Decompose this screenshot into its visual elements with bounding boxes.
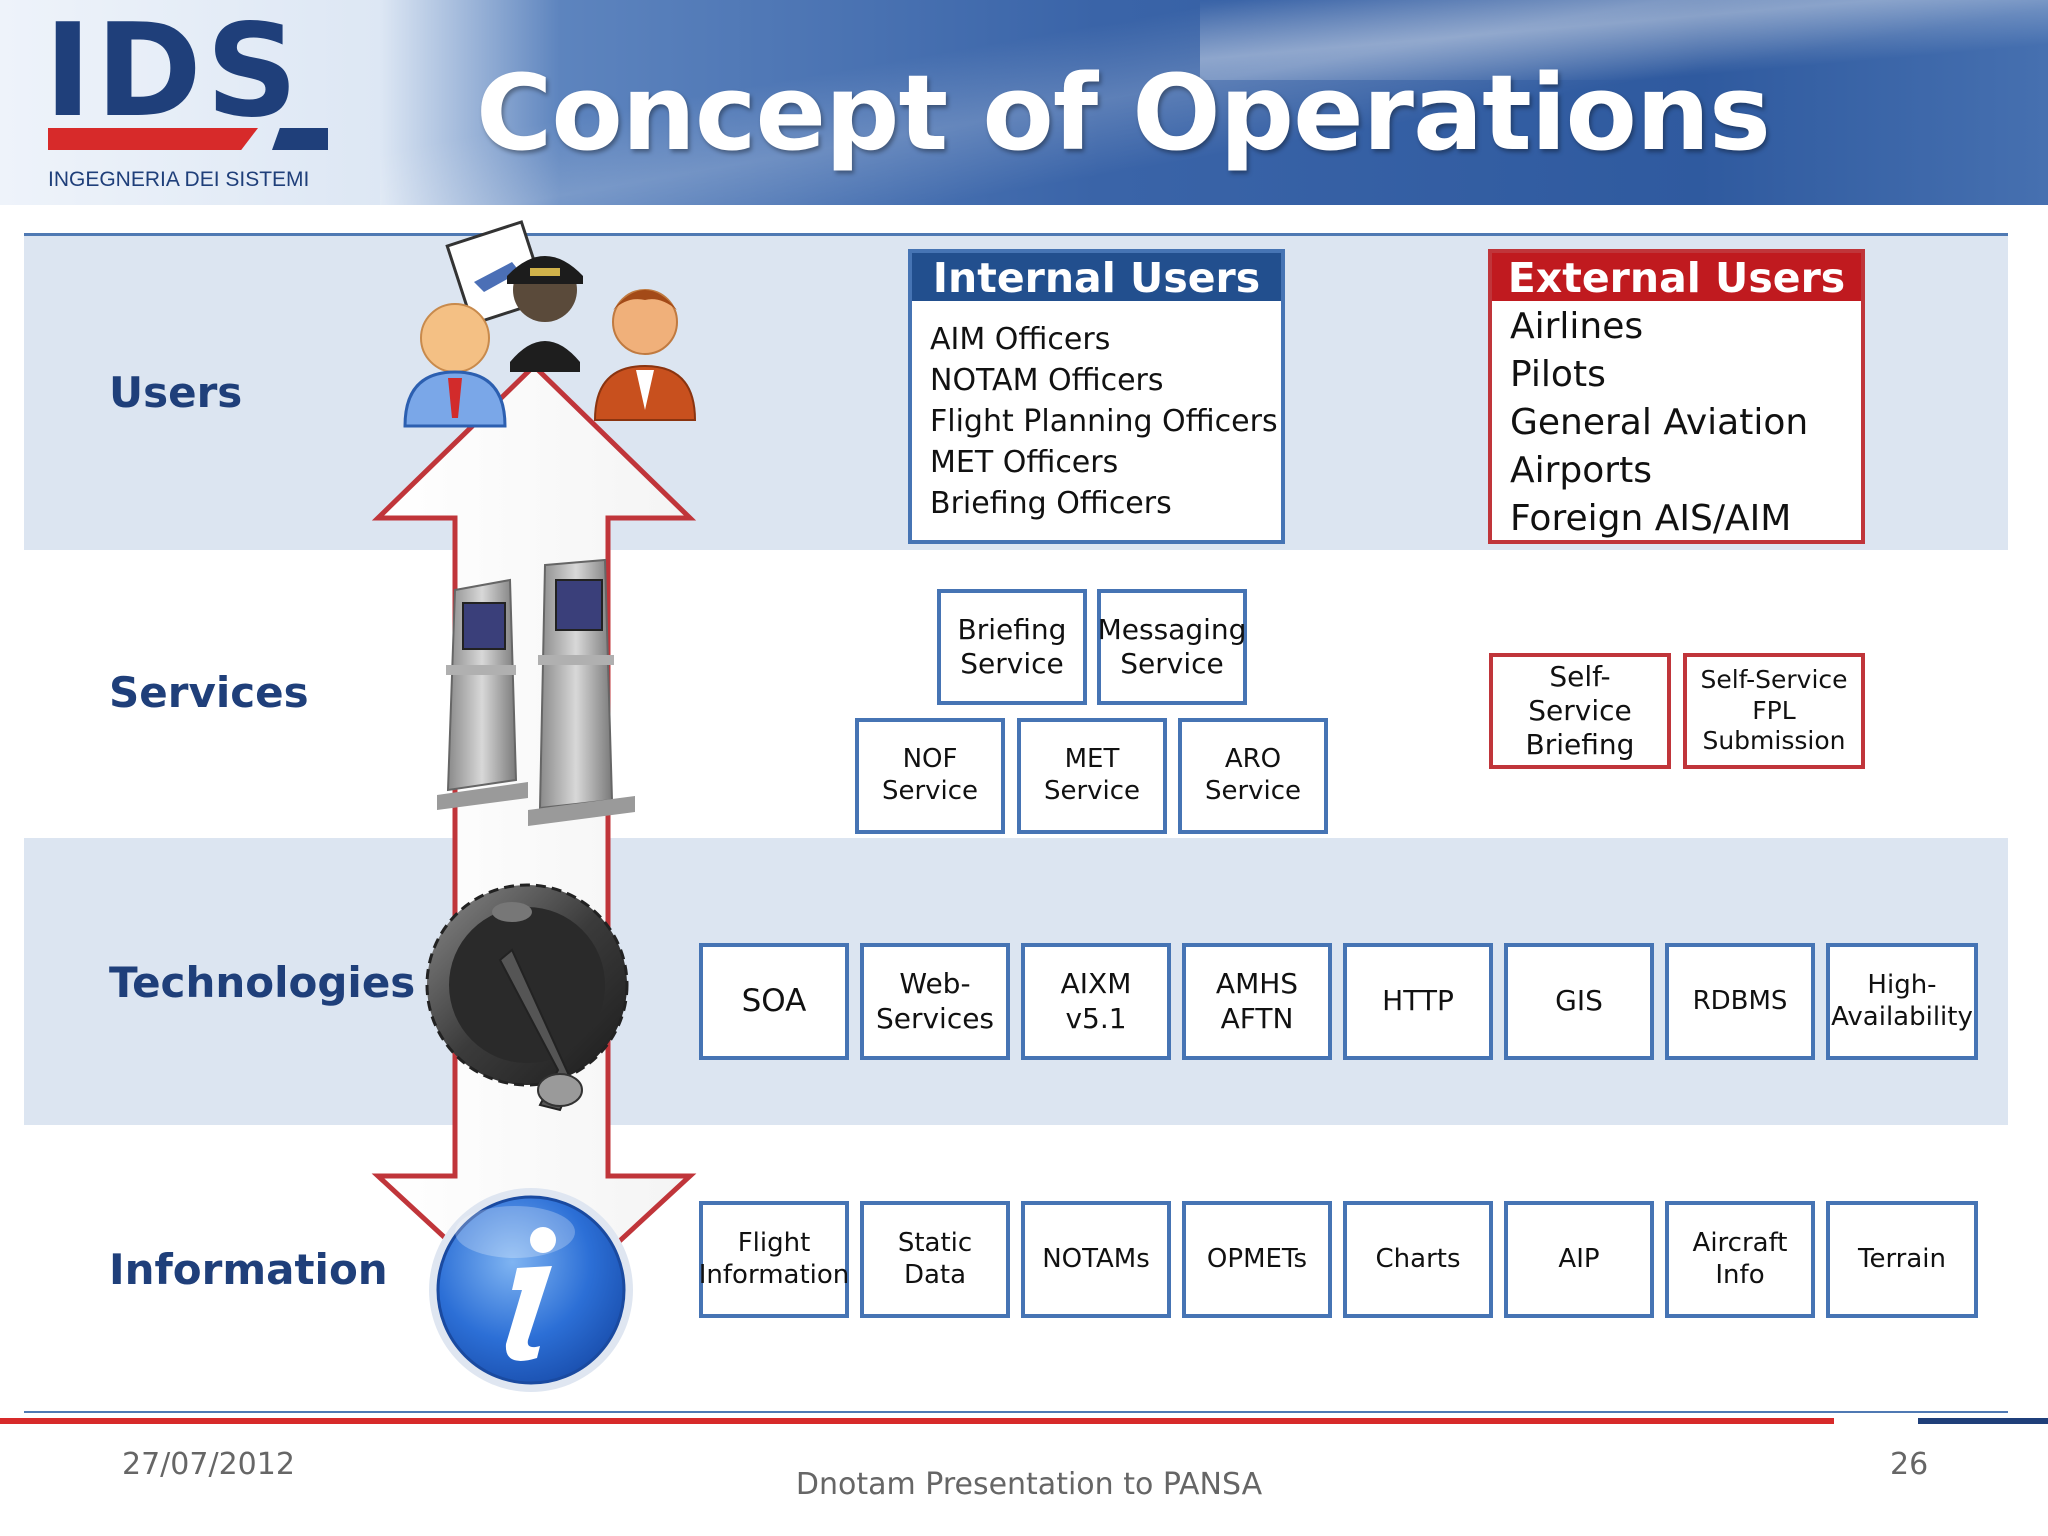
internal-users-box: Internal Users AIM Officers NOTAM Office… <box>908 249 1285 544</box>
info-notams-box: NOTAMs <box>1021 1201 1171 1318</box>
page-number: 26 <box>1890 1447 1929 1482</box>
kiosk-icon <box>437 558 635 826</box>
info-aircraft-info-box: Aircraft Info <box>1665 1201 1815 1318</box>
footer-date: 27/07/2012 <box>122 1447 295 1482</box>
gear-icon <box>425 883 629 1112</box>
services-label: Services <box>109 668 309 717</box>
tech-aixm-box: AIXM v5.1 <box>1021 943 1171 1060</box>
tech-http-box: HTTP <box>1343 943 1493 1060</box>
internal-users-title: Internal Users <box>912 253 1281 302</box>
tech-soa-box: SOA <box>699 943 849 1060</box>
info-terrain-box: Terrain <box>1826 1201 1978 1318</box>
footer-caption-row: Dnotam Presentation to PANSA <box>0 1467 2048 1502</box>
list-item: AIM Officers <box>930 322 1111 357</box>
info-icon <box>429 1188 633 1392</box>
tech-amhs-aftn-box: AMHS AFTN <box>1182 943 1332 1060</box>
aro-service-box: ARO Service <box>1178 718 1328 834</box>
logo-wordmark: IDS <box>44 0 303 146</box>
external-users-box: External Users Airlines Pilots General A… <box>1488 249 1865 544</box>
tech-web-services-box: Web- Services <box>860 943 1010 1060</box>
tech-gis-box: GIS <box>1504 943 1654 1060</box>
logo-red-bar <box>48 128 258 150</box>
users-illustration-icon <box>403 220 697 428</box>
logo-blue-bar <box>272 128 328 150</box>
briefing-service-box: Briefing Service <box>937 589 1087 705</box>
info-charts-box: Charts <box>1343 1201 1493 1318</box>
internal-users-list: AIM Officers NOTAM Officers Flight Plann… <box>912 301 1281 524</box>
external-users-title: External Users <box>1492 253 1861 302</box>
double-arrow <box>371 362 697 1324</box>
met-service-box: MET Service <box>1017 718 1167 834</box>
footer-divider <box>24 1411 2008 1413</box>
self-service-briefing-box: Self- Service Briefing <box>1489 653 1671 769</box>
ids-logo: IDS INGEGNERIA DEI SISTEMI <box>44 8 344 198</box>
header-streak-highlight <box>1200 0 2048 80</box>
footer-blue-line <box>1918 1418 2048 1424</box>
information-label: Information <box>109 1245 388 1294</box>
footer-red-line <box>0 1418 1834 1424</box>
list-item: Foreign AIS/AIM <box>1510 498 1792 539</box>
technologies-label: Technologies <box>109 958 416 1007</box>
slide-header: IDS INGEGNERIA DEI SISTEMI Concept of Op… <box>0 0 2048 205</box>
list-item: Briefing Officers <box>930 486 1172 521</box>
info-opmets-box: OPMETs <box>1182 1201 1332 1318</box>
nof-service-box: NOF Service <box>855 718 1005 834</box>
list-item: General Aviation <box>1510 402 1809 443</box>
tech-high-availability-box: High- Availability <box>1826 943 1978 1060</box>
self-service-fpl-submission-box: Self-Service FPL Submission <box>1683 653 1865 769</box>
footer-caption: Dnotam Presentation to PANSA <box>795 1467 1263 1502</box>
tech-rdbms-box: RDBMS <box>1665 943 1815 1060</box>
list-item: Airports <box>1510 450 1652 491</box>
users-label: Users <box>109 368 243 417</box>
list-item: Airlines <box>1510 306 1644 347</box>
external-users-list: Airlines Pilots General Aviation Airport… <box>1492 301 1861 543</box>
info-aip-box: AIP <box>1504 1201 1654 1318</box>
list-item: Pilots <box>1510 354 1606 395</box>
messaging-service-box: Messaging Service <box>1097 589 1247 705</box>
list-item: MET Officers <box>930 445 1119 480</box>
slide-title: Concept of Operations <box>476 52 1771 174</box>
header-streak <box>380 0 2048 205</box>
list-item: Flight Planning Officers <box>930 404 1278 439</box>
info-flight-information-box: Flight Information <box>699 1201 849 1318</box>
list-item: NOTAM Officers <box>930 363 1164 398</box>
logo-tagline: INGEGNERIA DEI SISTEMI <box>48 168 310 191</box>
info-static-data-box: Static Data <box>860 1201 1010 1318</box>
